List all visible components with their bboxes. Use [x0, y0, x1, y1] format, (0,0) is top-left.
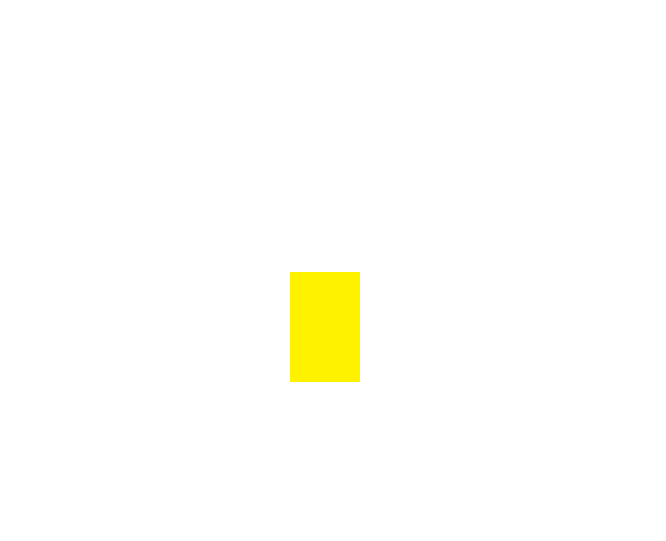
yellow-rectangle	[290, 272, 360, 382]
